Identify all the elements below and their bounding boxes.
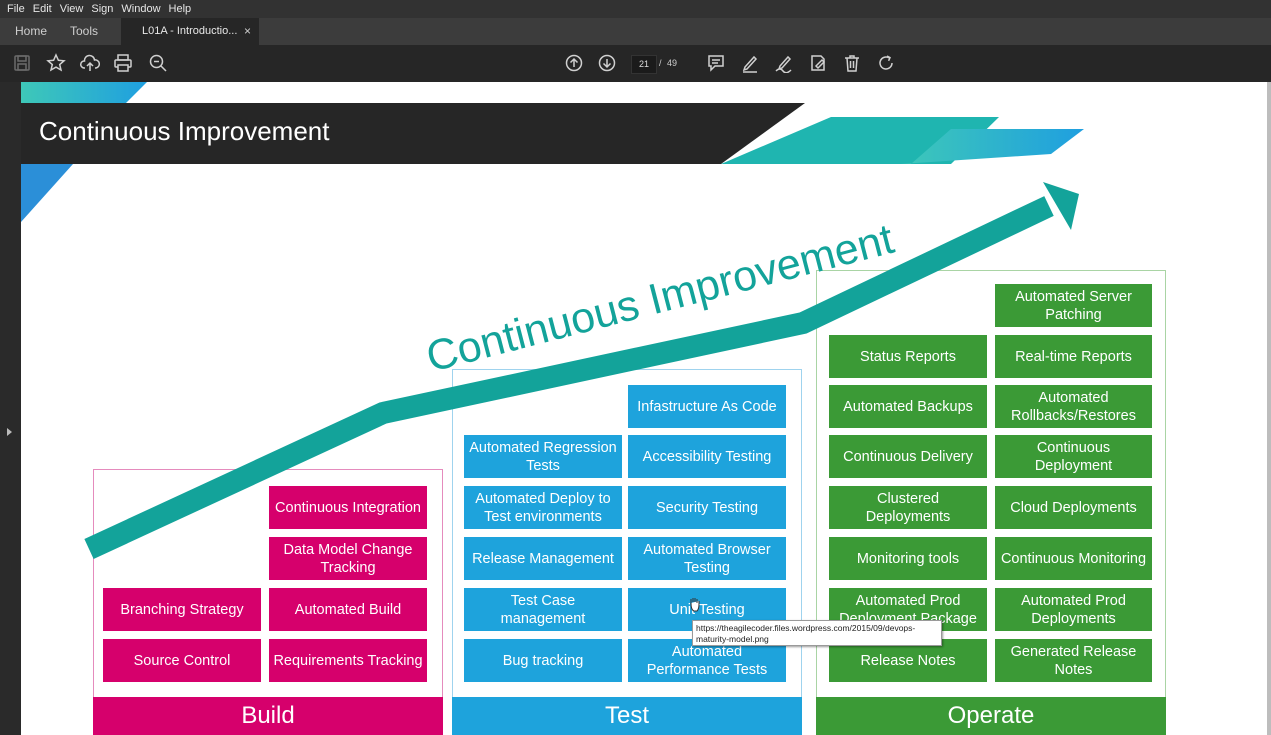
build-item: Branching Strategy — [103, 588, 261, 631]
operate-item: Clustered Deployments — [829, 486, 987, 529]
slide-page: Continuous Improvement Continuous Integr… — [21, 82, 1267, 735]
test-item: Automated Browser Testing — [628, 537, 786, 580]
link-tooltip: https://theagilecoder.files.wordpress.co… — [692, 620, 942, 646]
tab-document[interactable]: L01A - Introductio... × — [121, 18, 259, 45]
page-separator: / — [659, 58, 662, 68]
build-item: Requirements Tracking — [269, 639, 427, 682]
build-item: Data Model Change Tracking — [269, 537, 427, 580]
operate-item: Monitoring tools — [829, 537, 987, 580]
bookmark-star-icon[interactable] — [45, 52, 67, 74]
close-tab-icon[interactable]: × — [243, 24, 251, 38]
test-item: Automated Deploy to Test environments — [464, 486, 622, 529]
build-item: Automated Build — [269, 588, 427, 631]
test-item: Test Case management — [464, 588, 622, 631]
upload-cloud-icon[interactable] — [79, 52, 101, 74]
test-item: Accessibility Testing — [628, 435, 786, 478]
print-icon[interactable] — [112, 52, 134, 74]
test-item: Security Testing — [628, 486, 786, 529]
expand-panel-icon[interactable] — [7, 428, 12, 436]
edit-stamp-icon[interactable] — [807, 52, 829, 74]
menu-edit[interactable]: Edit — [32, 3, 52, 15]
left-panel-rail — [0, 82, 21, 735]
slide-title: Continuous Improvement — [39, 116, 330, 146]
tab-home[interactable]: Home — [15, 24, 48, 38]
operate-header: Operate — [816, 697, 1166, 735]
test-item: Release Management — [464, 537, 622, 580]
operate-item: Automated Server Patching — [995, 284, 1152, 327]
operate-item: Continuous Delivery — [829, 435, 987, 478]
slide-decoration — [21, 82, 1084, 222]
toolbar: 21 / 49 — [0, 45, 1271, 82]
test-item: Automated Regression Tests — [464, 435, 622, 478]
operate-item: Cloud Deployments — [995, 486, 1152, 529]
operate-item: Continuous Monitoring — [995, 537, 1152, 580]
tab-tools[interactable]: Tools — [70, 24, 99, 38]
tab-document-label: L01A - Introductio... — [142, 25, 238, 37]
menu-bar: File Edit View Sign Window Help — [0, 0, 1271, 18]
test-item: Automated Performance Tests — [628, 639, 786, 682]
menu-file[interactable]: File — [7, 3, 25, 15]
build-header: Build — [93, 697, 443, 735]
mouse-cursor-icon — [690, 598, 700, 612]
test-header: Test — [452, 697, 802, 735]
vertical-scrollbar[interactable] — [1267, 82, 1271, 735]
tab-bar: Home Tools L01A - Introductio... × — [0, 18, 1271, 45]
title-accent-shape-2 — [901, 129, 1084, 164]
page-total: 49 — [667, 58, 678, 68]
test-item: Bug tracking — [464, 639, 622, 682]
menu-window[interactable]: Window — [121, 3, 161, 15]
highlight-pen-icon[interactable] — [739, 52, 761, 74]
operate-item: Generated Release Notes — [995, 639, 1152, 682]
sign-pen-icon[interactable] — [773, 52, 795, 74]
menu-view[interactable]: View — [59, 3, 84, 15]
operate-item: Continuous Deployment — [995, 435, 1152, 478]
page-up-icon[interactable] — [563, 52, 585, 74]
operate-item: Status Reports — [829, 335, 987, 378]
operate-item: Automated Prod Deployments — [995, 588, 1152, 631]
operate-item: Real-time Reports — [995, 335, 1152, 378]
operate-item: Automated Rollbacks/Restores — [995, 385, 1152, 428]
operate-item: Release Notes — [829, 639, 987, 682]
test-item: Infastructure As Code — [628, 385, 786, 428]
zoom-icon[interactable] — [147, 52, 169, 74]
page-down-icon[interactable] — [596, 52, 618, 74]
comment-icon[interactable] — [705, 52, 727, 74]
title-bar-shape — [21, 103, 805, 164]
operate-item: Automated Backups — [829, 385, 987, 428]
left-triangle-shape — [21, 164, 73, 222]
save-icon[interactable] — [11, 52, 33, 74]
delete-icon[interactable] — [841, 52, 863, 74]
top-stripe-shape — [21, 82, 147, 103]
build-item: Source Control — [103, 639, 261, 682]
rotate-icon[interactable] — [875, 52, 897, 74]
build-item: Continuous Integration — [269, 486, 427, 529]
menu-help[interactable]: Help — [168, 3, 192, 15]
menu-sign[interactable]: Sign — [91, 3, 114, 15]
page-number-input[interactable]: 21 — [631, 55, 657, 74]
